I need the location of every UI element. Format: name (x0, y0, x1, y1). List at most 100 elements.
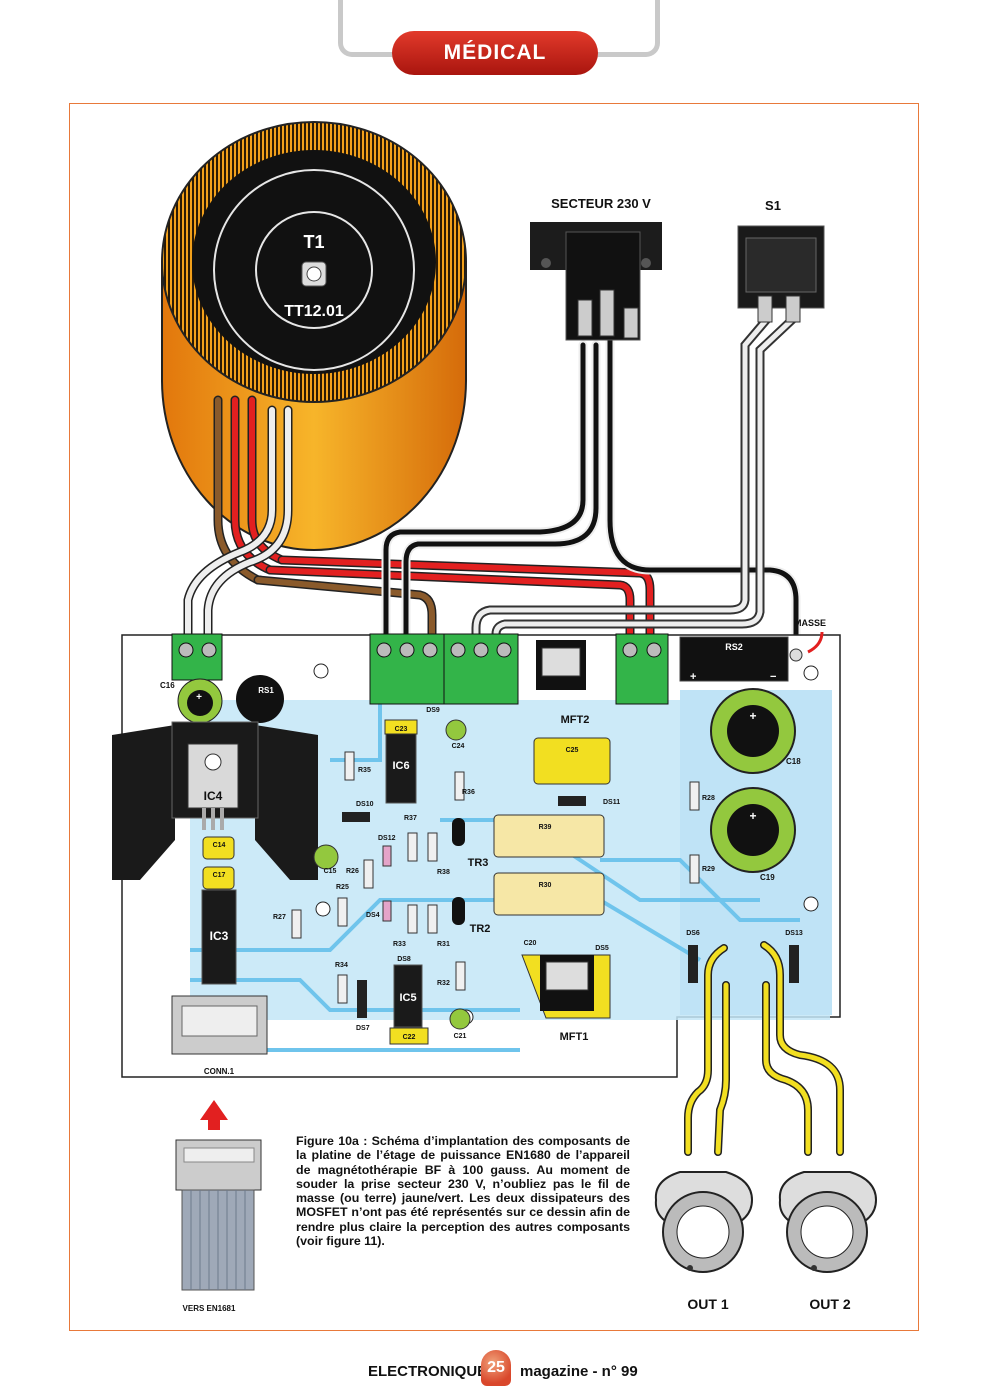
mains-label: SECTEUR 230 V (551, 196, 651, 211)
mft1-label: MFT1 (560, 1031, 589, 1043)
r38-label: R38 (437, 869, 450, 876)
capacitor-c21: C21 (449, 1008, 471, 1040)
bridge-rs2: RS2 + − (679, 636, 789, 683)
ds10-label: DS10 (356, 801, 374, 808)
c16-label: C16 (160, 681, 175, 690)
figure-frame (69, 103, 919, 1331)
ds11-label: DS11 (603, 799, 620, 806)
masse-pad (789, 648, 803, 662)
trimmer-tr2 (452, 897, 465, 925)
r37-label: R37 (404, 815, 417, 822)
resistor-r30: R30 (493, 872, 605, 916)
capacitor-c25: C25 (533, 737, 611, 785)
tr2-label: TR2 (470, 923, 491, 935)
r31-label: R31 (437, 941, 450, 948)
r36-label: R36 (462, 789, 475, 796)
capacitor-c17: C17 (202, 866, 235, 890)
c23-label: C23 (395, 726, 408, 733)
c16-plus: + (196, 692, 202, 703)
rs2-plus: + (690, 671, 696, 683)
heatsink-ic4: IC4 (112, 721, 318, 880)
mains-socket: SECTEUR 230 V (530, 196, 662, 341)
r33-label: R33 (393, 941, 406, 948)
r29-label: R29 (702, 866, 715, 873)
ds12-label: DS12 (378, 835, 396, 842)
output-wires (684, 941, 844, 1156)
c20-label: C20 (524, 940, 537, 947)
tr3-label: TR3 (468, 857, 489, 869)
ic4-label: IC4 (204, 789, 223, 803)
mosfet-mft1: MFT1 (521, 954, 611, 1043)
capacitor-c15: C15 (313, 844, 339, 875)
output-connector-out2: OUT 2 (778, 1171, 878, 1312)
r28-label: R28 (702, 795, 715, 802)
mosfet-mft2: MFT2 (536, 640, 589, 726)
ic6-label: IC6 (392, 760, 409, 772)
section-label: MÉDICAL (392, 31, 598, 75)
ic6: IC6 (385, 732, 417, 804)
figure-caption: Figure 10a : Schéma d’implantation des c… (296, 1134, 630, 1249)
c18-plus: + (749, 709, 756, 723)
r30-label: R30 (539, 882, 552, 889)
capacitor-c24: C24 (445, 719, 467, 750)
resistor-r39: R39 (493, 814, 605, 858)
output-connector-out1: OUT 1 (654, 1171, 754, 1312)
ds7-label: DS7 (356, 1025, 370, 1032)
ds5-label: DS5 (595, 945, 609, 952)
capacitor-c18: + C18 (710, 688, 801, 774)
mains-wires (381, 313, 801, 655)
rs2-minus: − (770, 671, 776, 683)
mft2-label: MFT2 (561, 714, 590, 726)
capacitor-c14: C14 (202, 836, 235, 860)
trimmer-tr3 (452, 818, 465, 846)
c22-label: C22 (403, 1034, 416, 1041)
footer-right: magazine - n° 99 (520, 1363, 638, 1380)
ic3: IC3 (201, 889, 237, 985)
capacitor-c19: + C19 (710, 787, 796, 882)
bridge-rs1: RS1 (236, 675, 284, 723)
ds6-label: DS6 (686, 930, 700, 937)
masse-label: MASSE (794, 618, 826, 628)
switch-s1: S1 (737, 198, 825, 323)
r35-label: R35 (358, 767, 371, 774)
rs1-label: RS1 (258, 686, 274, 695)
ds13-label: DS13 (785, 930, 803, 937)
connector-conn1: CONN.1 (171, 995, 268, 1076)
capacitor-c23: C23 (384, 719, 418, 735)
t1-ref-label: TT12.01 (284, 303, 344, 320)
ribbon-cable: VERS EN1681 (175, 1100, 262, 1313)
capacitor-c22: C22 (389, 1027, 429, 1045)
terminal-blocks (171, 633, 669, 705)
masse-arrow (807, 631, 824, 654)
ds4-label: DS4 (366, 912, 380, 919)
c18-label: C18 (786, 757, 801, 766)
page-number: 25 (481, 1350, 511, 1386)
c25-label: C25 (566, 747, 579, 754)
r26-label: R26 (346, 868, 359, 875)
out2-label: OUT 2 (809, 1296, 850, 1312)
switch-label: S1 (765, 198, 781, 213)
small-resistors (291, 751, 700, 1004)
t1-label: T1 (303, 232, 324, 252)
vers-label: VERS EN1681 (183, 1304, 236, 1313)
ic3-label: IC3 (210, 929, 229, 943)
c17-label: C17 (213, 872, 226, 879)
out1-label: OUT 1 (687, 1296, 728, 1312)
ic5-label: IC5 (399, 992, 416, 1004)
c21-label: C21 (454, 1033, 467, 1040)
rs2-label: RS2 (725, 642, 743, 652)
ds9-label: DS9 (426, 707, 440, 714)
footer-left: ELECTRONIQUE (368, 1363, 488, 1380)
c14-label: C14 (213, 842, 226, 849)
r27-label: R27 (273, 914, 286, 921)
r34-label: R34 (335, 962, 348, 969)
conn1-label: CONN.1 (204, 1067, 235, 1076)
c15-label: C15 (324, 868, 337, 875)
c19-plus: + (749, 809, 756, 823)
r25-label: R25 (336, 884, 349, 891)
transformer-t1: T1 TT12.01 (161, 121, 467, 551)
ic5: IC5 (393, 964, 423, 1028)
c24-label: C24 (452, 743, 465, 750)
small-diodes (342, 796, 799, 1018)
